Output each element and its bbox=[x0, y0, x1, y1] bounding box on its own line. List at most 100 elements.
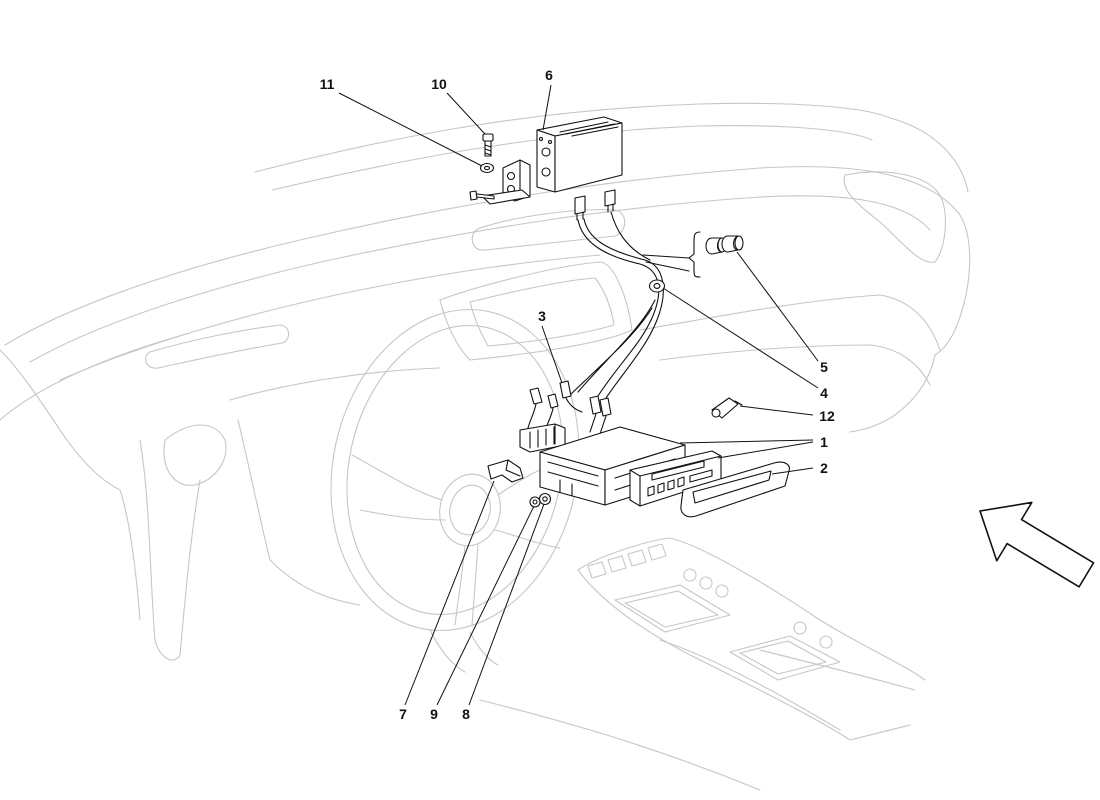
callout-1: 1 bbox=[820, 434, 828, 450]
callout-labels: 11 10 6 3 5 4 12 1 2 7 9 8 bbox=[320, 67, 835, 722]
leader-6 bbox=[542, 84, 552, 131]
callout-8: 8 bbox=[462, 706, 470, 722]
steering-wheel-hub-inner bbox=[449, 484, 491, 536]
nut-9-hole bbox=[532, 499, 538, 505]
leader-2 bbox=[771, 467, 814, 475]
connector-wires bbox=[527, 397, 607, 435]
grommet-part-4 bbox=[648, 279, 666, 293]
right-vent bbox=[843, 171, 946, 263]
dashboard-crease bbox=[59, 254, 601, 381]
console-top-edge bbox=[577, 537, 926, 681]
radio-cassette-slot bbox=[651, 460, 705, 481]
connector-12-lead bbox=[734, 400, 743, 406]
callout-9: 9 bbox=[430, 706, 438, 722]
leader-1b bbox=[717, 441, 814, 459]
console-left-edge bbox=[577, 569, 911, 741]
callout-3: 3 bbox=[538, 308, 546, 324]
clip-brace bbox=[688, 231, 701, 278]
amplifier-screw-2 bbox=[547, 139, 553, 145]
callout-7: 7 bbox=[399, 706, 407, 722]
leader-lines bbox=[338, 84, 819, 706]
amplifier-port-upper bbox=[541, 147, 551, 157]
bolt-head bbox=[482, 133, 494, 142]
leader-10 bbox=[446, 92, 486, 135]
connector-plug-cable-a bbox=[589, 395, 602, 415]
callout-12: 12 bbox=[819, 408, 835, 424]
console-knob-3 bbox=[715, 584, 729, 598]
connectors-part-3 bbox=[519, 380, 612, 453]
leader-7 bbox=[404, 480, 495, 706]
leader-4 bbox=[662, 287, 819, 389]
amplifier-screw-1 bbox=[538, 136, 544, 142]
bracket-base-plate bbox=[481, 189, 531, 205]
console-switch-4 bbox=[647, 543, 667, 561]
console-knob-5 bbox=[819, 635, 833, 649]
callout-10: 10 bbox=[431, 76, 447, 92]
connector-plug-left bbox=[529, 387, 543, 405]
knee-panel bbox=[229, 367, 441, 606]
nut-part-9 bbox=[529, 496, 541, 508]
amplifier-ribs bbox=[559, 121, 619, 137]
radio-part-1 bbox=[539, 426, 722, 507]
bracket-screw bbox=[469, 190, 495, 201]
dashboard-left-side bbox=[0, 349, 141, 621]
nut-8-hole bbox=[542, 496, 548, 502]
callout-5: 5 bbox=[820, 359, 828, 375]
clip-right-end bbox=[734, 235, 744, 251]
dashboard-top-edge bbox=[4, 166, 971, 356]
dashboard-right-edge bbox=[849, 354, 936, 433]
nut-part-8 bbox=[538, 492, 552, 506]
amplifier-part-6 bbox=[536, 116, 623, 221]
cable-to-connectors bbox=[569, 299, 656, 396]
amplifier-port-lower bbox=[541, 167, 551, 177]
console-switch-3 bbox=[627, 549, 647, 567]
direction-arrow-shape bbox=[979, 501, 1095, 588]
connector-plug-right bbox=[559, 380, 572, 399]
console-switch-1 bbox=[587, 561, 607, 579]
console-knob-2 bbox=[699, 576, 713, 590]
radio-faceplate-edge bbox=[629, 455, 722, 507]
connector-part-12 bbox=[711, 397, 743, 419]
radio-housing-details bbox=[547, 458, 676, 497]
left-speaker-vent bbox=[163, 424, 227, 486]
bolt-part-10 bbox=[482, 133, 494, 157]
console-switch-2 bbox=[607, 555, 627, 573]
bracket-hole-upper bbox=[506, 171, 516, 181]
amplifier-connector-right bbox=[604, 189, 616, 213]
dashboard-inner-edge bbox=[29, 195, 931, 363]
antenna-cables bbox=[569, 211, 664, 399]
leader-12 bbox=[739, 405, 814, 416]
amplifier-connector-left bbox=[574, 195, 586, 221]
clip-brace-lines bbox=[642, 254, 690, 272]
console-tray bbox=[614, 584, 731, 633]
terminal-pins bbox=[529, 423, 556, 449]
grommet-inner bbox=[653, 283, 661, 289]
leader-3 bbox=[541, 325, 563, 384]
trim-frame-part-2 bbox=[680, 461, 790, 518]
steering-wheel-spokes bbox=[351, 454, 561, 626]
console-lower-tray bbox=[729, 635, 841, 681]
steering-column bbox=[429, 629, 499, 673]
left-slot-vent bbox=[145, 324, 290, 369]
connector-plug-cable-b bbox=[599, 397, 612, 417]
callout-6: 6 bbox=[545, 67, 553, 83]
connector-12-socket bbox=[711, 408, 721, 418]
callout-2: 2 bbox=[820, 460, 828, 476]
console-knob-1 bbox=[683, 568, 697, 582]
steering-wheel-hub bbox=[439, 473, 501, 547]
callout-11: 11 bbox=[320, 76, 335, 92]
windshield-inner-line bbox=[271, 125, 873, 191]
connector-plug-middle bbox=[547, 393, 559, 409]
bolt-threads bbox=[484, 144, 492, 156]
leader-5 bbox=[736, 251, 819, 362]
washer-hole bbox=[483, 165, 491, 171]
windshield-base-line bbox=[254, 102, 969, 193]
callout-4: 4 bbox=[820, 385, 828, 401]
washer-part-11 bbox=[479, 162, 495, 174]
radio-buttons bbox=[647, 469, 713, 497]
parts bbox=[469, 116, 790, 518]
floor-line bbox=[479, 699, 761, 791]
leader-1a bbox=[679, 439, 814, 444]
